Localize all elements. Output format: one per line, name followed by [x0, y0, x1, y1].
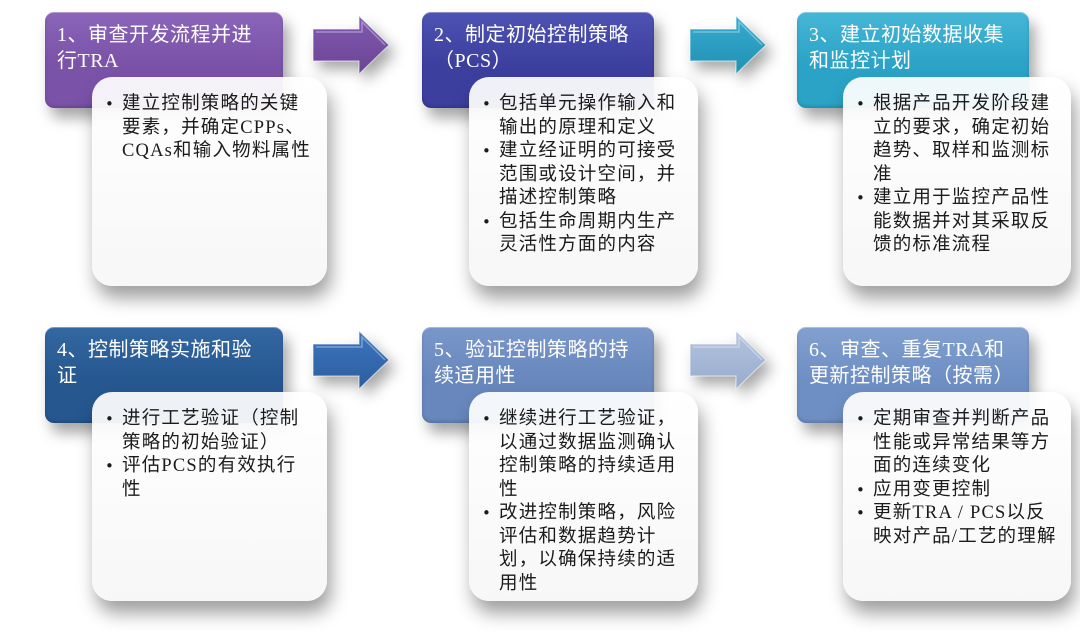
bullet-icon: •: [105, 95, 116, 113]
bullet-item: •更新TRA / PCS以反映对产品/工艺的理解: [856, 503, 1057, 547]
step-2-title: 2、制定初始控制策略（PCS）: [434, 24, 629, 72]
arrow-body: [689, 14, 767, 76]
bullet-item: •根据产品开发阶段建立的要求，确定初始趋势、取样和监测标准: [856, 94, 1051, 185]
bullet-icon: •: [856, 410, 867, 428]
step-2-bullets: •包括单元操作输入和输出的原理和定义 •建立经证明的可接受范围或设计空间，并描述…: [481, 93, 684, 258]
step-1-bullets: •建立控制策略的关键要素，并确定CPPs、CQAs和输入物料属性: [104, 93, 313, 164]
step-5-title: 5、验证控制策略的持续适用性: [434, 339, 629, 387]
bullet-item: •包括生命周期内生产灵活性方面的内容: [482, 211, 677, 256]
bullet-icon: •: [856, 95, 867, 113]
arrow-bevel: [316, 20, 386, 46]
arrow-body: [312, 14, 390, 76]
bullet-icon: •: [856, 189, 867, 207]
step-4-card: •进行工艺验证（控制策略的初始验证） •评估PCS的有效执行性: [92, 392, 327, 601]
arrow-shape: [689, 14, 767, 76]
bullet-icon: •: [482, 410, 493, 428]
arrow-shape: [689, 329, 767, 391]
bullet-item: •定期审查并判断产品性能或异常结果等方面的连续变化: [856, 409, 1051, 476]
bullet-item: •继续进行工艺验证，以通过数据监测确认控制策略的持续适用性: [482, 409, 677, 500]
bullet-item: •进行工艺验证（控制策略的初始验证）: [105, 409, 300, 453]
step-6-card: •定期审查并判断产品性能或异常结果等方面的连续变化 •应用变更控制 •更新TRA…: [843, 392, 1071, 601]
bullet-item: •包括单元操作输入和输出的原理和定义: [482, 94, 677, 138]
bullet-icon: •: [482, 504, 493, 522]
step-5-bullets: •继续进行工艺验证，以通过数据监测确认控制策略的持续适用性 •改进控制策略，风险…: [481, 408, 684, 596]
arrow-bevel: [693, 335, 763, 361]
right-arrow-icon: [688, 14, 768, 76]
step-3-card: •根据产品开发阶段建立的要求，确定初始趋势、取样和监测标准 •建立用于监控产品性…: [843, 77, 1071, 286]
step-1-title: 1、审查开发流程并进行TRA: [57, 24, 252, 72]
bullet-icon: •: [482, 212, 493, 231]
step-4-title: 4、控制策略实施和验证: [57, 339, 252, 387]
bullet-icon: •: [105, 410, 116, 428]
step-4-bullets: •进行工艺验证（控制策略的初始验证） •评估PCS的有效执行性: [104, 408, 313, 502]
arrow-bevel: [693, 20, 763, 46]
step-2-card: •包括单元操作输入和输出的原理和定义 •建立经证明的可接受范围或设计空间，并描述…: [469, 77, 698, 286]
arrow-bevel: [316, 335, 386, 361]
arrow-shape: [312, 14, 390, 76]
right-arrow-icon: [688, 329, 768, 391]
bullet-item: •建立控制策略的关键要素，并确定CPPs、CQAs和输入物料属性: [105, 94, 311, 161]
step-3-bullets: •根据产品开发阶段建立的要求，确定初始趋势、取样和监测标准 •建立用于监控产品性…: [855, 93, 1057, 258]
arrow-body: [312, 329, 390, 391]
step-1-card: •建立控制策略的关键要素，并确定CPPs、CQAs和输入物料属性: [92, 77, 327, 286]
step-5-card: •继续进行工艺验证，以通过数据监测确认控制策略的持续适用性 •改进控制策略，风险…: [469, 392, 698, 601]
bullet-item: •评估PCS的有效执行性: [105, 456, 297, 500]
step-6-title: 6、审查、重复TRA和更新控制策略（按需）: [809, 339, 1014, 387]
bullet-icon: •: [856, 480, 867, 499]
arrow-shape: [312, 329, 390, 391]
arrow-body: [689, 329, 767, 391]
bullet-item: •应用变更控制: [855, 479, 1057, 503]
bullet-icon: •: [856, 504, 867, 522]
bullet-icon: •: [482, 142, 493, 160]
bullet-item: •建立用于监控产品性能数据并对其采取反馈的标准流程: [856, 188, 1051, 255]
bullet-item: •建立经证明的可接受范围或设计空间，并描述控制策略: [482, 141, 677, 208]
bullet-icon: •: [105, 457, 116, 475]
right-arrow-icon: [311, 329, 391, 391]
bullet-icon: •: [482, 95, 493, 113]
bullet-item: •改进控制策略，风险评估和数据趋势计划，以确保持续的适用性: [482, 503, 677, 594]
right-arrow-icon: [311, 14, 391, 76]
step-3-title: 3、建立初始数据收集和监控计划: [809, 24, 1004, 72]
step-6-bullets: •定期审查并判断产品性能或异常结果等方面的连续变化 •应用变更控制 •更新TRA…: [855, 408, 1057, 549]
